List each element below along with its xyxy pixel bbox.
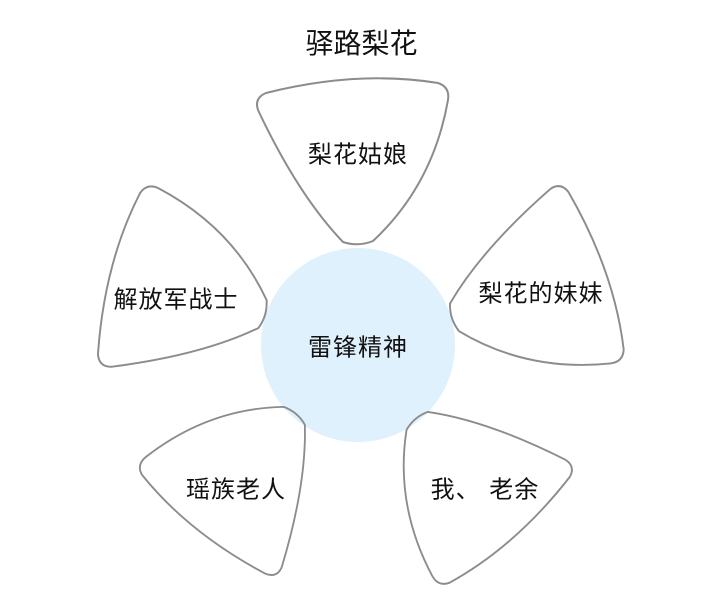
petal-label-bottom-right: 我、 老余: [430, 475, 540, 504]
petal-right: [449, 185, 625, 366]
petal-bottom-right: [402, 410, 573, 585]
center-label: 雷锋精神: [308, 333, 408, 362]
petal-label-bottom-left: 瑶族老人: [186, 475, 286, 504]
petal-left: [96, 185, 268, 368]
center-circle: [261, 248, 455, 442]
petal-label-left: 解放军战士: [113, 285, 239, 314]
petal-bottom-left: [138, 405, 306, 576]
petal-label-top: 梨花姑娘: [308, 140, 408, 169]
petal-top: [256, 77, 450, 246]
diagram-title: 驿路梨花: [305, 27, 418, 60]
petal-label-right: 梨花的妹妹: [478, 279, 604, 308]
